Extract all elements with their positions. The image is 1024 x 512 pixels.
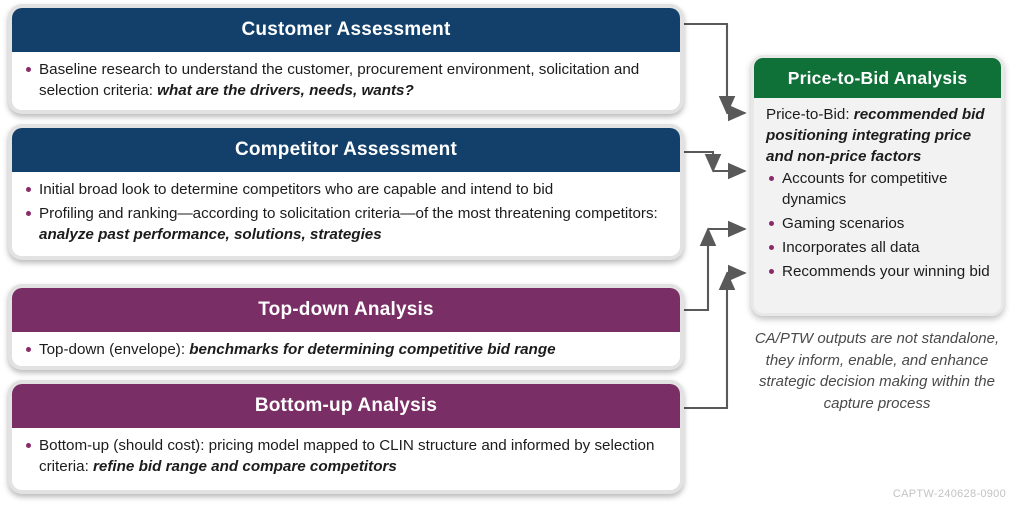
card-title-top-down-analysis: Top-down Analysis xyxy=(12,288,680,332)
card-customer-assessment[interactable]: Customer Assessment Baseline research to… xyxy=(8,4,684,114)
bullet-list: Top-down (envelope): benchmarks for dete… xyxy=(20,339,670,360)
card-body-price-to-bid-analysis: Price-to-Bid: recommended bid positionin… xyxy=(754,98,1001,313)
list-item: Gaming scenarios xyxy=(763,213,992,234)
connector-competitor-to-output xyxy=(684,150,722,173)
card-bottom-up-analysis[interactable]: Bottom-up Analysis Bottom-up (should cos… xyxy=(8,380,684,494)
card-title-customer-assessment: Customer Assessment xyxy=(12,8,680,52)
list-item: Incorporates all data xyxy=(763,237,992,258)
card-title-competitor-assessment: Competitor Assessment xyxy=(12,128,680,172)
card-body-bottom-up-analysis: Bottom-up (should cost): pricing model m… xyxy=(12,428,680,490)
card-top-down-analysis[interactable]: Top-down Analysis Top-down (envelope): b… xyxy=(8,284,684,370)
card-body-competitor-assessment: Initial broad look to determine competit… xyxy=(12,172,680,256)
list-item: Accounts for competitive dynamics xyxy=(763,168,992,210)
bullet-emphasis: benchmarks for determining competitive b… xyxy=(189,341,556,358)
card-body-top-down-analysis: Top-down (envelope): benchmarks for dete… xyxy=(12,332,680,366)
bullet-list: Baseline research to understand the cust… xyxy=(20,59,670,101)
bullet-lead: Profiling and ranking—according to solic… xyxy=(39,205,658,222)
price-to-bid-lead-emphasis: recommended bid positioning integrating … xyxy=(766,106,985,165)
bullet-lead: Initial broad look to determine competit… xyxy=(39,181,554,198)
card-title-bottom-up-analysis: Bottom-up Analysis xyxy=(12,384,680,428)
bullet-list: Initial broad look to determine competit… xyxy=(20,179,670,245)
connector-bottomup-to-output xyxy=(684,271,736,410)
list-item: Baseline research to understand the cust… xyxy=(20,59,670,101)
list-item: Initial broad look to determine competit… xyxy=(20,179,670,200)
card-price-to-bid-analysis[interactable]: Price-to-Bid Analysis Price-to-Bid: reco… xyxy=(751,55,1004,316)
connector-customer-to-output xyxy=(684,22,736,115)
price-to-bid-bullet-list: Accounts for competitive dynamics Gaming… xyxy=(763,168,992,282)
footer-document-code: CAPTW-240628-0900 xyxy=(892,488,1006,500)
list-item: Top-down (envelope): benchmarks for dete… xyxy=(20,339,670,360)
bullet-lead: Baseline research to understand the cust… xyxy=(39,61,640,99)
bullet-lead: Top-down (envelope): xyxy=(39,341,190,358)
connector-topdown-to-output xyxy=(684,227,717,312)
bullet-emphasis: what are the drivers, needs, wants? xyxy=(157,82,414,99)
bullet-emphasis: analyze past performance, solutions, str… xyxy=(39,226,382,243)
bullet-emphasis: refine bid range and compare competitors xyxy=(93,458,397,475)
card-title-price-to-bid-analysis: Price-to-Bid Analysis xyxy=(754,58,1001,98)
list-item: Recommends your winning bid xyxy=(763,261,992,282)
list-item: Profiling and ranking—according to solic… xyxy=(20,203,670,245)
list-item: Bottom-up (should cost): pricing model m… xyxy=(20,435,670,477)
card-body-customer-assessment: Baseline research to understand the cust… xyxy=(12,52,680,110)
card-competitor-assessment[interactable]: Competitor Assessment Initial broad look… xyxy=(8,124,684,260)
price-to-bid-lead: Price-to-Bid: recommended bid positionin… xyxy=(763,104,992,167)
bullet-list: Bottom-up (should cost): pricing model m… xyxy=(20,435,670,477)
price-to-bid-lead-label: Price-to-Bid: xyxy=(766,106,854,123)
diagram-caption: CA/PTW outputs are not standalone, they … xyxy=(754,330,1000,412)
bullet-lead: Bottom-up (should cost): pricing model m… xyxy=(39,437,655,475)
